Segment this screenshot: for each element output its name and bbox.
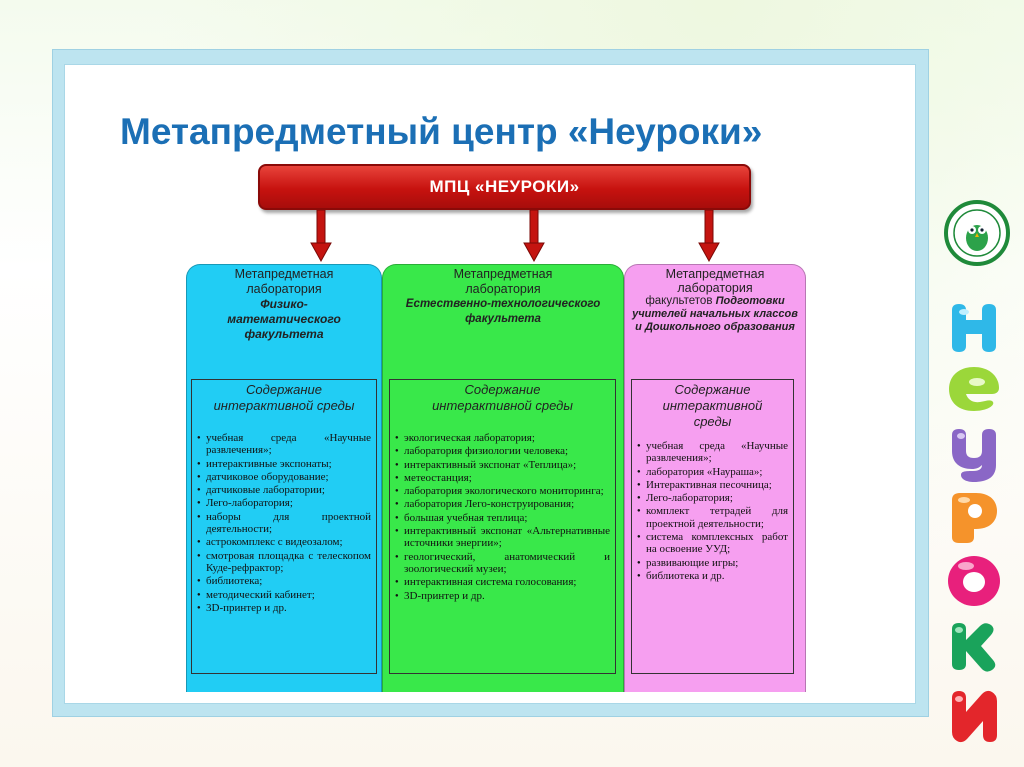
lab-heading-line: лаборатория: [677, 281, 753, 295]
faculty-line: факультетов Подготовки учителей начальны…: [629, 295, 801, 334]
list-item: система комплексных работ на освоение УУ…: [637, 531, 788, 556]
list-item: Лего-лаборатория;: [637, 492, 788, 504]
content-heading: Содержание интерактивной среды: [432, 382, 573, 413]
content-heading: Содержание интерактивной среды: [213, 382, 355, 413]
faculty-name: Естественно-технологического факультета: [405, 298, 601, 325]
list-item: 3D-принтер и др.: [197, 602, 371, 614]
list-item: интерактивный экспонат «Альтернативные и…: [395, 525, 610, 550]
list-item: астрокомплекс с видеозалом;: [197, 536, 371, 548]
faculty-name: Подготовки учителей начальных классов и …: [632, 295, 798, 333]
content-list: учебная среда «Научные развлечения»; лаб…: [637, 440, 788, 582]
content-heading: Содержание интерактивной среды: [662, 382, 763, 429]
list-item: методический кабинет;: [197, 589, 371, 601]
lab-heading-line: лаборатория: [465, 282, 541, 296]
owl-logo-icon: [944, 200, 1010, 266]
list-item: библиотека;: [197, 575, 371, 587]
list-item: библиотека и др.: [637, 570, 788, 582]
list-item: развивающие игры;: [637, 557, 788, 569]
list-item: датчиковые лаборатории;: [197, 484, 371, 496]
content-list: экологическая лаборатория; лаборатория ф…: [395, 432, 610, 602]
list-item: метеостанция;: [395, 472, 610, 484]
arrow-down-icon: [523, 210, 545, 262]
letter-u-icon: [952, 429, 996, 482]
content-box: Содержание интерактивной среды учебная с…: [631, 379, 794, 674]
lab-column-natural-tech: Метапредметная лаборатория Естественно-т…: [382, 264, 624, 692]
list-item: учебная среда «Научные развлечения»;: [197, 432, 371, 457]
arrow-down-icon: [698, 210, 720, 262]
lab-heading-line: лаборатория: [246, 282, 322, 296]
content-list: учебная среда «Научные развлечения»; инт…: [197, 432, 371, 614]
list-item: интерактивные экспонаты;: [197, 458, 371, 470]
list-item: большая учебная теплица;: [395, 512, 610, 524]
content-box: Содержание интерактивной среды экологиче…: [389, 379, 616, 674]
letter-e-icon: [949, 367, 999, 411]
slide-title: Метапредметный центр «Неуроки»: [120, 111, 763, 152]
lab-column-primary-preschool: Метапредметная лаборатория факультетов П…: [624, 264, 806, 692]
list-item: Лего-лаборатория;: [197, 497, 371, 509]
list-item: Интерактивная песочница;: [637, 479, 788, 491]
list-item: учебная среда «Научные развлечения»;: [637, 440, 788, 465]
lab-heading-line: Метапредметная: [665, 267, 765, 281]
list-item: лаборатория экологического мониторинга;: [395, 485, 610, 497]
list-item: 3D-принтер и др.: [395, 590, 610, 602]
lab-heading: Метапредметная лаборатория Физико-матема…: [191, 267, 377, 342]
lab-heading: Метапредметная лаборатория факультетов П…: [629, 267, 801, 334]
list-item: интерактивная система голосования;: [395, 576, 610, 588]
list-item: смотровая площадка с телескопом Куде-реф…: [197, 550, 371, 575]
list-item: наборы для проектной деятельности;: [197, 511, 371, 536]
list-item: лаборатория Лего-конструирования;: [395, 498, 610, 510]
list-item: геологический, анатомический и зоологиче…: [395, 551, 610, 576]
arrow-down-icon: [310, 210, 332, 262]
letter-o-icon: [948, 556, 1000, 606]
lab-column-physics-math: Метапредметная лаборатория Физико-матема…: [186, 264, 382, 692]
list-item: интерактивный экспонат «Теплица»;: [395, 459, 610, 471]
list-item: лаборатория «Наураша»;: [637, 466, 788, 478]
content-box: Содержание интерактивной среды учебная с…: [191, 379, 377, 674]
lab-heading-line: факультетов: [645, 295, 713, 307]
mpc-header-box: МПЦ «НЕУРОКИ»: [258, 164, 751, 210]
list-item: комплект тетрадей для проектной деятельн…: [637, 505, 788, 530]
mpc-header-label: МПЦ «НЕУРОКИ»: [429, 177, 580, 196]
list-item: лаборатория физиологии человека;: [395, 445, 610, 457]
letter-k-icon: [952, 623, 996, 672]
list-item: датчиковое оборудование;: [197, 471, 371, 483]
lab-heading-line: Метапредметная: [453, 267, 553, 281]
faculty-name: Физико-математического факультета: [227, 297, 341, 341]
letter-r-icon: [952, 493, 997, 543]
letter-i-icon: [952, 690, 997, 743]
list-item: экологическая лаборатория;: [395, 432, 610, 444]
lab-heading: Метапредметная лаборатория Естественно-т…: [387, 267, 619, 327]
lab-heading-line: Метапредметная: [234, 267, 334, 281]
letter-n-icon: [952, 304, 996, 352]
